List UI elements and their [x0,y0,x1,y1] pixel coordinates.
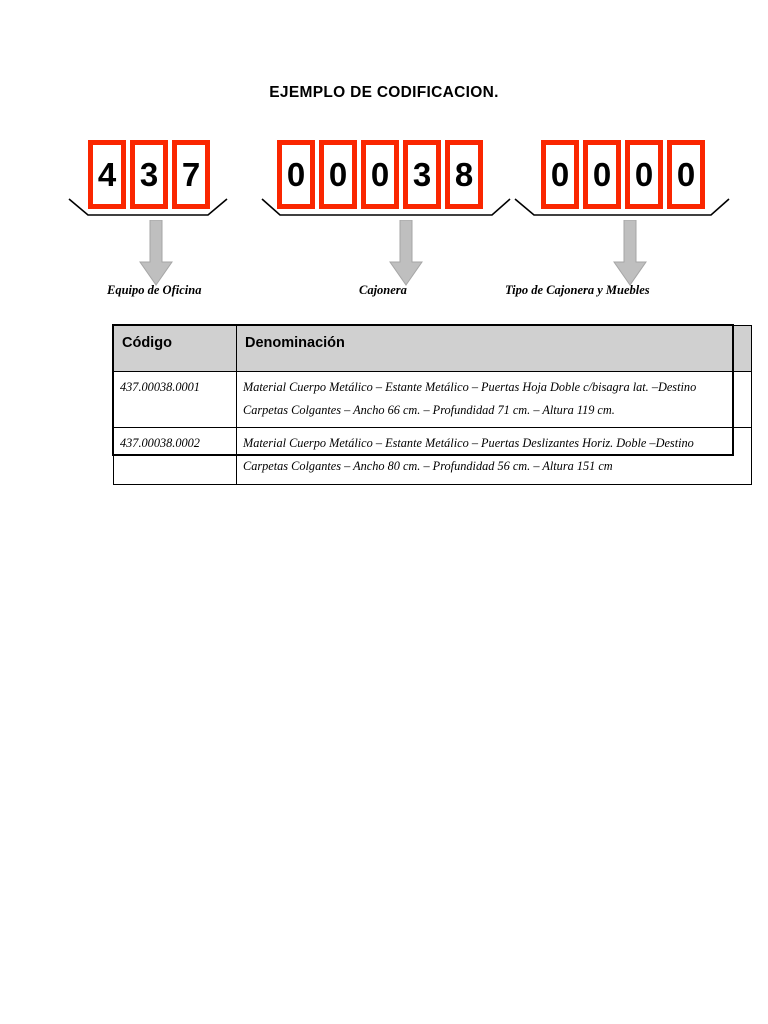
table-header-row: Código Denominación [113,325,752,372]
denominacion-line: Carpetas Colgantes – Ancho 66 cm. – Prof… [243,402,615,417]
digit-box: 8 [445,140,483,209]
group-label-equipo-de-oficina: Equipo de Oficina [107,283,202,297]
bracket-cajonera [261,198,511,216]
denominacion-line: Material Cuerpo Metálico – Estante Metál… [243,380,697,394]
digit-box: 0 [667,140,705,209]
page-title: EJEMPLO DE CODIFICACION. [269,84,499,101]
digit-box: 0 [583,140,621,209]
digit-box: 4 [88,140,126,209]
table-header-denominacion: Denominación [236,325,752,372]
digit-box: 0 [361,140,399,209]
group-label-cajonera: Cajonera [359,283,407,297]
digit-group-tipo-de-cajonera-y-muebles: 0 0 0 0 [541,140,705,209]
table-cell-codigo: 437.00038.0001 [113,370,237,429]
table-row: 437.00038.0002 Material Cuerpo Metálico … [113,427,752,485]
bracket-equipo-de-oficina [68,198,228,216]
arrow-equipo-de-oficina [139,220,173,286]
group-label-tipo-de-cajonera-y-muebles: Tipo de Cajonera y Muebles [505,283,650,297]
codification-table: Código Denominación 437.00038.0001 Mater… [113,325,752,485]
digit-box: 0 [319,140,357,209]
table-cell-denominacion: Material Cuerpo Metálico – Estante Metál… [236,370,752,429]
denominacion-line: Carpetas Colgantes – Ancho 80 cm. – Prof… [243,459,613,474]
digit-box: 0 [541,140,579,209]
table-cell-denominacion: Material Cuerpo Metálico – Estante Metál… [236,427,752,485]
digit-box: 7 [172,140,210,209]
arrow-tipo-de-cajonera-y-muebles [613,220,647,286]
table-cell-codigo: 437.00038.0002 [113,427,237,485]
digit-group-cajonera: 0 0 0 3 8 [277,140,483,209]
digit-group-equipo-de-oficina: 4 3 7 [88,140,210,209]
denominacion-line: Material Cuerpo Metálico – Estante Metál… [243,436,694,451]
digit-box: 0 [625,140,663,209]
code-diagram: 4 3 7 Equipo de Oficina 0 0 0 3 8 Cajone… [0,0,768,310]
table-row: 437.00038.0001 Material Cuerpo Metálico … [113,370,752,429]
table-header-codigo: Código [113,325,237,372]
digit-box: 3 [130,140,168,209]
digit-box: 0 [277,140,315,209]
bracket-tipo-de-cajonera-y-muebles [514,198,730,216]
arrow-cajonera [389,220,423,286]
digit-box: 3 [403,140,441,209]
